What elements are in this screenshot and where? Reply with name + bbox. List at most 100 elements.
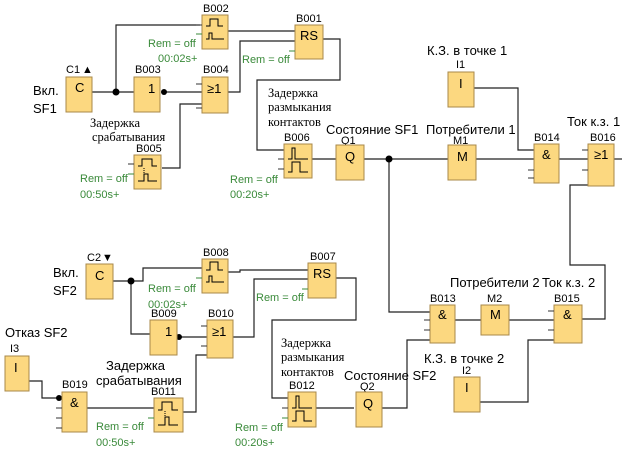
param-rem: Rem = off [256,292,305,304]
block-id: B019 [62,379,88,391]
block-q2[interactable]: Q2 Q [355,381,383,428]
block-id: B007 [310,251,336,263]
caption-consumers-2: Потребители 2 [450,275,540,290]
block-b015[interactable]: B015 & [548,293,583,344]
block-m2[interactable]: M2 M [480,293,510,336]
block-b004[interactable]: B004 ≥1 [196,64,229,114]
arrow-down-icon: ▼ [102,252,113,264]
inverter-dot [161,89,167,95]
block-q1[interactable]: Q1 Q [335,135,365,181]
block-symbol: ≥1 [594,147,608,162]
block-symbol: 1 [148,81,155,96]
param-rem: Rem = off [96,421,145,433]
block-id: B004 [203,64,229,76]
junction-dot [127,277,135,285]
caption-sf2: SF2 [53,283,77,298]
caption-fail-sf2: Отказ SF2 [5,325,68,340]
block-c2[interactable]: C2 ▼ C [85,252,114,300]
arrow-up-icon: ▲ [82,64,93,76]
block-id: B011 [151,386,176,398]
block-b012[interactable]: B012 [282,380,317,428]
junction-dot [56,395,62,401]
block-b011[interactable]: B011 [148,386,184,433]
block-b001[interactable]: B001 RS [289,13,324,60]
block-b002[interactable]: B002 [196,3,229,50]
block-symbol: & [542,147,551,162]
block-id: B013 [430,293,456,305]
block-symbol: 1 [165,324,172,339]
caption-delay-on: Задержка [90,116,140,130]
block-m1[interactable]: M1 M [447,135,477,181]
block-id: M2 [487,293,502,305]
block-b016[interactable]: B016 ≥1 [582,132,616,187]
block-symbol: I [459,76,463,91]
block-i1[interactable]: I1 I [447,59,475,108]
block-b013[interactable]: B013 & [424,293,456,344]
caption-short-current-1: Ток к.з. 1 [567,114,620,129]
block-b007[interactable]: B007 RS [302,251,337,299]
param-rem: Rem = off [235,422,284,434]
caption-short-current-2: Ток к.з. 2 [542,275,595,290]
wires-top [92,24,622,320]
block-b006[interactable]: B006 [278,132,313,179]
block-symbol: RS [313,266,331,281]
caption-sf1: SF1 [33,101,57,116]
block-symbol: Q [363,396,373,411]
junction-dot [385,155,393,163]
block-id: B008 [203,247,229,259]
block-symbol: M [490,307,501,322]
pulse-icon [206,18,223,27]
block-b003[interactable]: B003 1 [133,64,161,113]
param-rem: Rem = off [148,283,197,295]
caption-delay-off: размыкания [268,100,332,114]
block-symbol: ≥1 [212,324,226,339]
param-rem: Rem = off [230,174,279,186]
wires-bottom [29,267,554,413]
param-rem: Rem = off [242,54,291,66]
block-b019[interactable]: B019 & [56,379,88,433]
block-id: M1 [453,135,468,147]
block-b014[interactable]: B014 & [528,132,560,184]
param-time: 00:02s+ [148,299,187,311]
block-b005[interactable]: B005 [128,143,162,190]
caption-short-point-2: К.З. в точке 2 [424,351,504,366]
block-id: B014 [534,132,560,144]
caption-delay-off: размыкания [281,350,345,364]
block-id: I2 [462,365,471,377]
block-id: B005 [136,143,162,155]
block-symbol: I [465,380,469,395]
pulse-icon [206,32,224,40]
block-symbol: & [70,395,79,410]
block-id: B010 [208,308,234,320]
caption-delay-off: Задержка [281,336,331,350]
caption-short-point-1: К.З. в точке 1 [427,43,507,58]
param-time: 00:20s+ [230,189,269,201]
block-id: B006 [284,132,310,144]
block-c1[interactable]: C1 ▲ C [65,64,93,113]
param-time: 00:02s+ [158,53,197,65]
block-symbol: ≥1 [207,81,221,96]
block-id: B012 [289,380,315,392]
caption-delay-off: контактов [281,365,334,379]
caption-state-sf2: Состояние SF2 [344,368,436,383]
block-id: B002 [203,3,229,15]
block-id: B015 [554,293,580,305]
block-i3[interactable]: I3 I [4,343,30,392]
caption-consumers-1: Потребители 1 [426,122,516,137]
block-id: I3 [10,343,19,355]
block-symbol: Q [345,149,355,164]
param-time: 00:50s+ [80,189,119,201]
block-i2[interactable]: I2 I [453,365,481,413]
block-id: Q2 [360,381,375,393]
param-rem: Rem = off [80,173,129,185]
block-b010[interactable]: B010 ≥1 [201,308,234,359]
block-symbol: C [95,268,104,283]
caption-vkl-sf1: Вкл. [33,83,59,98]
block-id: B003 [135,64,161,76]
block-b009[interactable]: B009 1 [149,308,178,356]
junction-dot [112,88,120,96]
block-b008[interactable]: B008 [196,247,229,294]
block-symbol: RS [300,28,318,43]
caption-delay-on: Задержка [106,358,166,373]
